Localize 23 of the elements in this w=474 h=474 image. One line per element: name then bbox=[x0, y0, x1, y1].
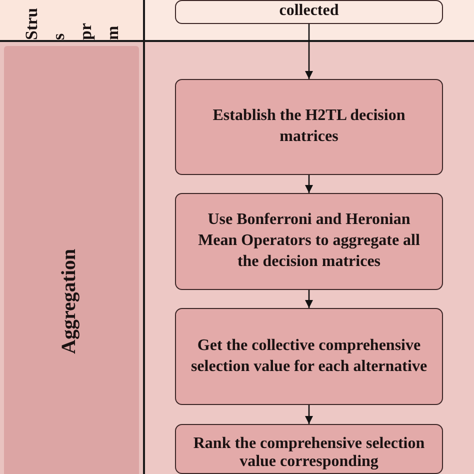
process-box bbox=[175, 193, 443, 290]
step-text: Use Bonferroni and Heronian Mean Operators to aggregate all the decision matrices bbox=[197, 210, 421, 272]
row-header-cell bbox=[0, 40, 145, 474]
arrow bbox=[305, 405, 313, 424]
row-heading-text: Stru bbox=[22, 8, 42, 40]
row-heading-text: Aggregation bbox=[58, 248, 81, 354]
step-text: Rank the comprehensive selection value corresponding bbox=[192, 435, 426, 472]
process-box bbox=[175, 308, 443, 405]
arrow bbox=[305, 24, 313, 79]
row-heading-text: m bbox=[103, 26, 123, 40]
row-heading-text: s bbox=[49, 33, 69, 40]
stage-band bbox=[143, 40, 474, 474]
step-text: Get the collective comprehensive selection value for each alternative bbox=[190, 336, 428, 376]
process-box bbox=[175, 79, 443, 175]
arrow bbox=[305, 175, 313, 193]
process-box bbox=[175, 424, 443, 474]
stage-band bbox=[143, 0, 474, 42]
process-box bbox=[175, 0, 443, 24]
arrow bbox=[305, 290, 313, 308]
step-text: Establish the H2TL decision matrices bbox=[212, 106, 406, 147]
row-heading-text: pr bbox=[76, 23, 96, 40]
row-header-cell bbox=[0, 0, 145, 42]
step-text: collected bbox=[279, 2, 339, 20]
